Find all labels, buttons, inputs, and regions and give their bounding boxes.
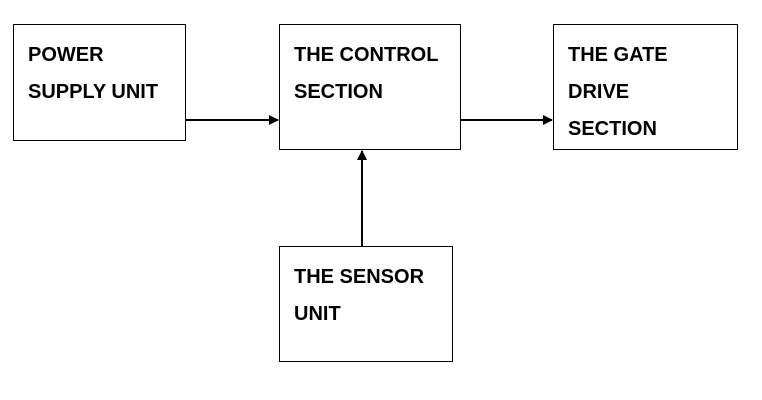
sensor-unit-block: THE SENSOR UNIT [279, 246, 453, 362]
gate-drive-section-block: THE GATE DRIVE SECTION [553, 24, 738, 150]
power-supply-unit-block: POWER SUPPLY UNIT [13, 24, 186, 141]
control-section-block: THE CONTROL SECTION [279, 24, 461, 150]
